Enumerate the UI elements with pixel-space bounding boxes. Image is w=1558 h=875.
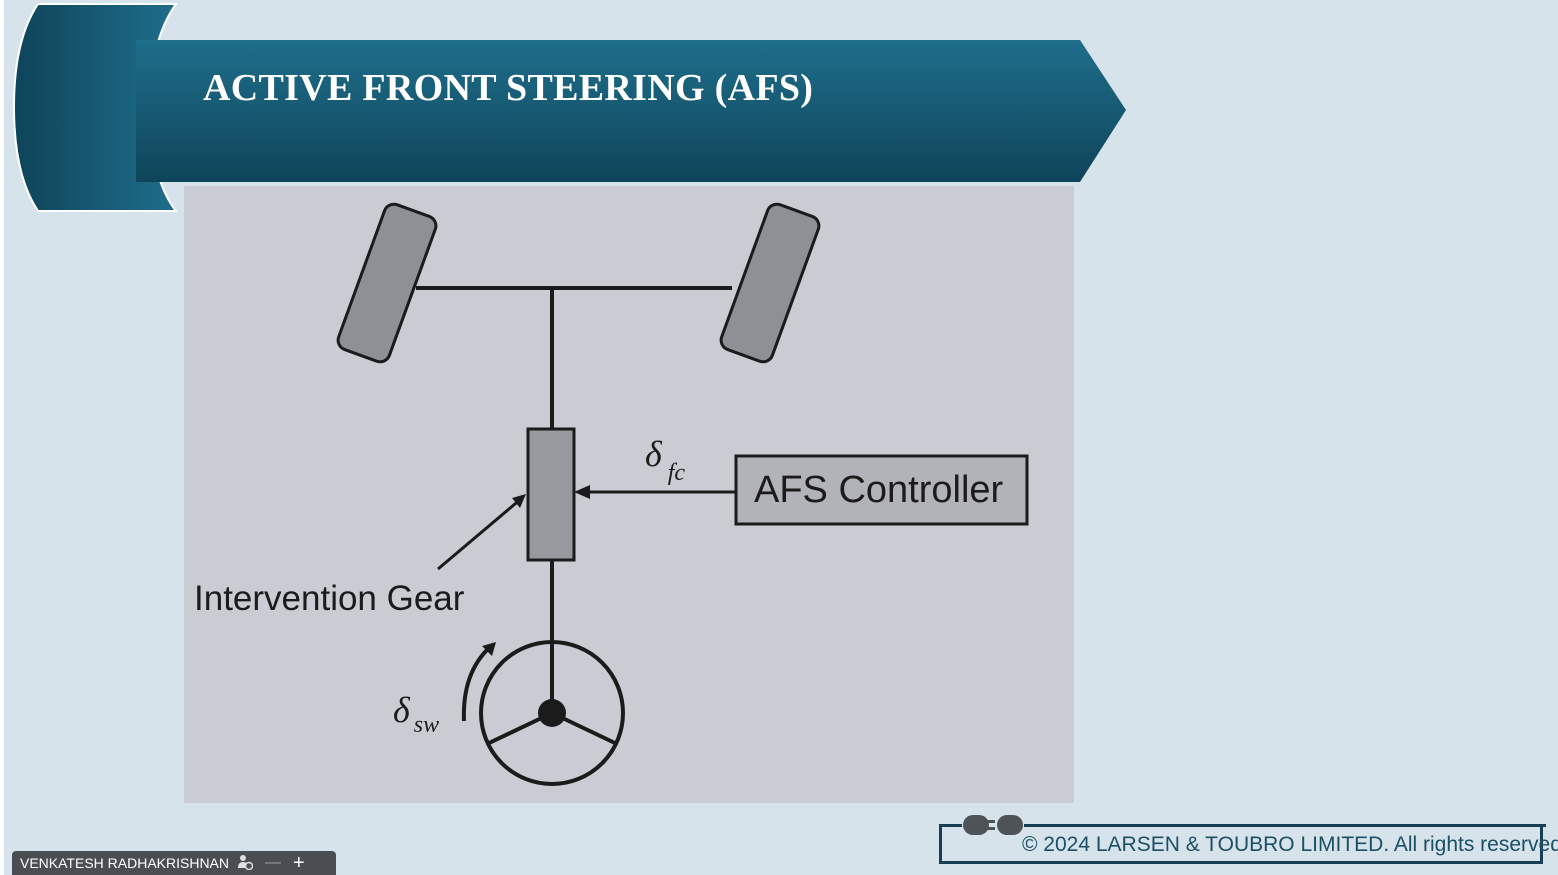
controller-arrowhead (574, 485, 590, 499)
intervention-gear-label: Intervention Gear (194, 579, 465, 618)
footer-frame-top-left (939, 824, 962, 827)
footer-frame (939, 824, 1543, 864)
banner-arrow (136, 40, 1126, 182)
presenter-name: VENKATESH RADHAKRISHNAN (20, 855, 230, 871)
slide-left-edge (0, 0, 4, 875)
copyright-text: © 2024 LARSEN & TOUBRO LIMITED. All righ… (1022, 833, 1558, 856)
slide-title: ACTIVE FRONT STEERING (AFS) (203, 67, 814, 109)
steering-wheel-rim (479, 640, 625, 786)
footer-frame-top-right (1024, 824, 1546, 827)
afs-controller-box (734, 454, 1029, 526)
presenter-bar: VENKATESH RADHAKRISHNAN — + (12, 851, 336, 875)
gear-pointer-arrowhead (512, 494, 526, 508)
intervention-gear (526, 427, 576, 562)
steering-rotation-arrowhead (482, 642, 496, 656)
right-front-wheel (719, 202, 821, 364)
steering-wheel-hub (538, 699, 566, 727)
minimize-icon[interactable]: — (265, 854, 282, 871)
plug-icon (963, 815, 1023, 835)
gear-pointer-line (437, 496, 523, 571)
expand-icon[interactable]: + (293, 852, 305, 874)
steering-rotation-arrow (461, 645, 492, 722)
title-banner (12, 3, 1126, 212)
people-settings-icon[interactable] (237, 854, 254, 873)
left-front-wheel (336, 202, 438, 364)
afs-controller-label: AFS Controller (754, 469, 1004, 511)
